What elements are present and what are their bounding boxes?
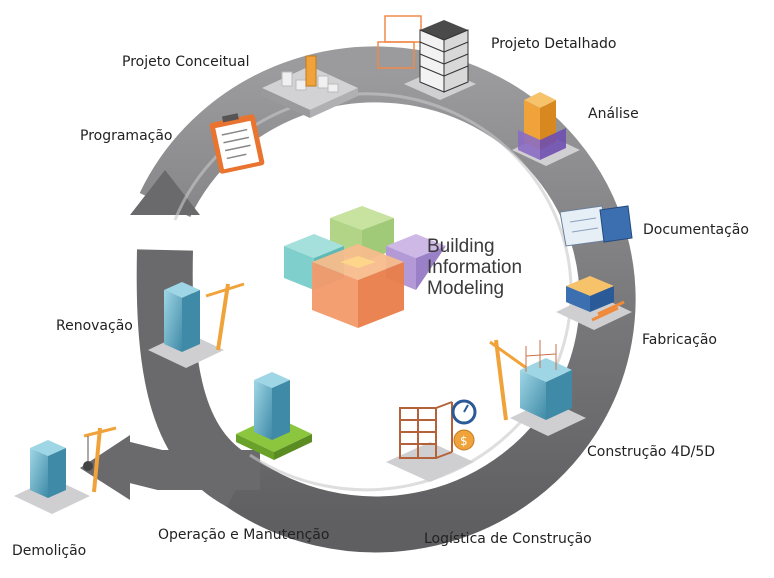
construction-4d5d-icon bbox=[489, 339, 586, 436]
label-analise: Análise bbox=[588, 106, 639, 122]
svg-text:$: $ bbox=[460, 434, 468, 448]
label-fabricacao: Fabricação bbox=[642, 332, 717, 348]
coin-icon bbox=[453, 429, 475, 451]
wrecking-ball-icon bbox=[83, 461, 93, 471]
bim-title-line-2: Information bbox=[427, 257, 523, 278]
label-operacao-manutencao: Operação e Manutenção bbox=[158, 527, 330, 543]
label-demolicao: Demolição bbox=[12, 543, 87, 559]
construction-logistics-icon: $ bbox=[386, 399, 477, 482]
programming-clipboard-icon bbox=[209, 113, 265, 174]
operation-maintenance-icon bbox=[236, 372, 312, 460]
renovation-icon bbox=[148, 282, 245, 368]
label-logistica-construcao: Logística de Construção bbox=[424, 531, 592, 547]
bim-title-line-1: Building bbox=[427, 236, 495, 257]
label-construcao-4d5d: Construção 4D/5D bbox=[587, 444, 716, 460]
fabrication-icon bbox=[556, 276, 632, 330]
label-documentacao: Documentação bbox=[643, 222, 749, 238]
label-projeto-conceitual: Projeto Conceitual bbox=[122, 54, 250, 70]
bim-logo-cubes bbox=[284, 206, 446, 328]
conceptual-design-icon bbox=[262, 55, 358, 118]
label-renovacao: Renovação bbox=[56, 318, 133, 334]
bim-title-line-3: Modeling bbox=[427, 278, 505, 299]
bim-title: Building Information Modeling bbox=[427, 236, 522, 299]
detailed-design-icon bbox=[377, 15, 476, 100]
label-projeto-detalhado: Projeto Detalhado bbox=[491, 36, 617, 52]
label-programacao: Programação bbox=[80, 128, 173, 144]
analysis-icon bbox=[512, 92, 580, 166]
documentation-icon bbox=[559, 205, 633, 247]
demolition-icon bbox=[14, 426, 117, 514]
